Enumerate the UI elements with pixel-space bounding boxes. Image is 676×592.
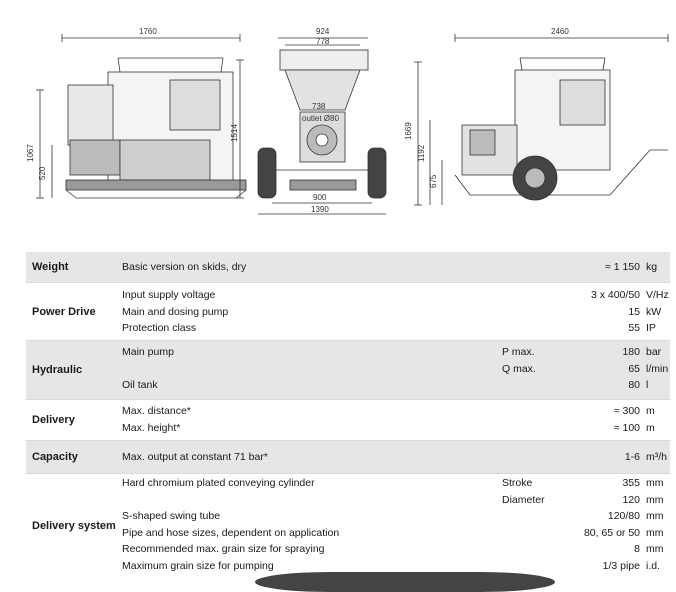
spec-table: Weight Basic version on skids, dry ≈ 1 1… xyxy=(26,252,670,578)
side-width-dim: 1760 xyxy=(139,27,157,36)
spec-row: Maximum grain size for pumping 1/3 pipe … xyxy=(122,559,661,572)
spec-row: Hard chromium plated conveying cylinder … xyxy=(122,477,664,490)
spec-row: Main pump P max. 180 bar xyxy=(122,346,662,359)
spec-category: Weight xyxy=(32,261,69,273)
front-hopper-dim: 738 xyxy=(312,102,326,111)
side-height-base-dim: 520 xyxy=(38,166,47,180)
front-wheel-track-dim: 900 xyxy=(313,193,327,202)
spec-row: Max. height* ≈ 100 m xyxy=(122,421,655,434)
spec-row: Main and dosing pump 15 kW xyxy=(122,305,662,318)
technical-drawings: 1760 1067 520 1514 924 778 738 outlet Ø8… xyxy=(26,27,669,215)
spec-row: S-shaped swing tube 120/80 mm xyxy=(122,510,664,523)
spec-row: Protection class 55 IP xyxy=(122,322,656,335)
side-height-frame-dim: 1514 xyxy=(230,124,239,142)
rear-height-axle-dim: 675 xyxy=(429,174,438,188)
spec-row: Input supply voltage 3 x 400/50 V/Hz xyxy=(122,289,669,302)
spec-row: Q max. 65 l/min xyxy=(502,362,669,375)
front-top-outer-dim: 924 xyxy=(316,27,330,36)
spec-category: Hydraulic xyxy=(32,364,83,376)
spec-row: Basic version on skids, dry ≈ 1 150 kg xyxy=(122,261,658,274)
spec-row: Oil tank 80 l xyxy=(122,379,649,392)
side-height-total-dim: 1067 xyxy=(26,144,35,162)
spec-category: Power Drive xyxy=(32,305,96,318)
front-view-drawing xyxy=(257,37,387,215)
rear-width-dim: 2460 xyxy=(551,27,569,36)
spec-row: Max. distance* ≈ 300 m xyxy=(122,405,655,418)
page-decoration xyxy=(255,572,555,592)
spec-section-weight: Weight Basic version on skids, dry ≈ 1 1… xyxy=(26,252,670,283)
spec-row: Diameter 120 mm xyxy=(502,493,664,506)
spec-row: Max. output at constant 71 bar* 1-6 m³/h xyxy=(122,451,667,464)
front-outlet-dim: outlet Ø80 xyxy=(302,114,339,123)
spec-category: Delivery system xyxy=(32,520,116,532)
front-overall-width-dim: 1390 xyxy=(311,205,329,214)
spec-section-delivery-system: Delivery system Hard chromium plated con… xyxy=(26,474,670,578)
spec-section-power-drive: Power Drive Input supply voltage 3 x 400… xyxy=(26,283,670,341)
spec-row: Pipe and hose sizes, dependent on applic… xyxy=(122,526,664,539)
spec-category: Capacity xyxy=(32,451,78,463)
side-view-drawing xyxy=(36,34,247,199)
spec-row: Recommended max. grain size for spraying… xyxy=(122,543,664,556)
spec-section-hydraulic: Hydraulic Main pump P max. 180 bar Q max… xyxy=(26,341,670,400)
rear-view-drawing xyxy=(414,34,669,206)
spec-section-delivery: Delivery Max. distance* ≈ 300 m Max. hei… xyxy=(26,400,670,441)
rear-height-mid-dim: 1192 xyxy=(417,144,426,162)
spec-category: Delivery xyxy=(32,414,75,426)
rear-height-total-dim: 1669 xyxy=(404,122,413,140)
spec-section-capacity: Capacity Max. output at constant 71 bar*… xyxy=(26,441,670,474)
front-top-inner-dim: 778 xyxy=(316,37,330,46)
